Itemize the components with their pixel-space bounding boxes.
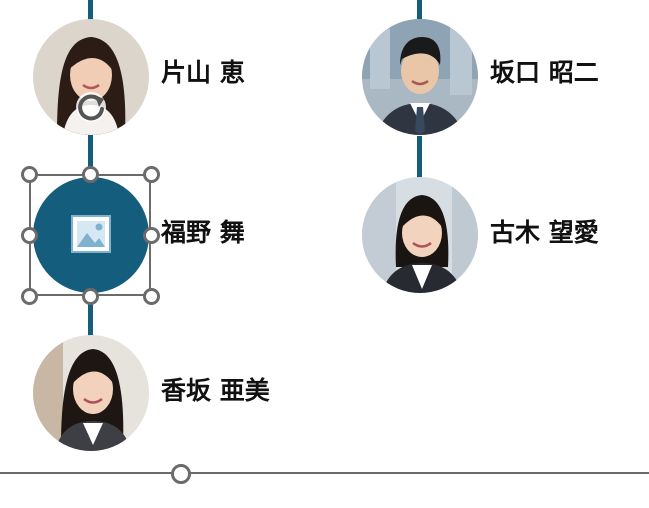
person-name: 片山 恵 xyxy=(161,58,245,87)
resize-handle-icon[interactable] xyxy=(143,166,160,183)
resize-handle-icon[interactable] xyxy=(21,288,38,305)
avatar-photo-kosaka[interactable] xyxy=(33,335,149,451)
avatar-photo-furuki[interactable] xyxy=(362,177,478,293)
connector-line xyxy=(88,293,93,337)
resize-handle-icon[interactable] xyxy=(143,288,160,305)
resize-handle-icon[interactable] xyxy=(143,227,160,244)
woman-ponytail-photo xyxy=(362,177,478,293)
person-name: 福野 舞 xyxy=(161,218,245,247)
person-name: 香坂 亜美 xyxy=(161,376,270,405)
connector-line xyxy=(88,0,93,20)
connector-line xyxy=(417,136,422,178)
connector-line xyxy=(417,0,422,20)
woman-business-suit-photo xyxy=(33,335,149,451)
resize-handle-icon[interactable] xyxy=(82,166,99,183)
picture-placeholder-icon xyxy=(71,215,111,253)
line-endpoint-handle-icon[interactable] xyxy=(171,464,191,484)
person-name: 坂口 昭二 xyxy=(490,58,599,87)
rotate-handle-icon[interactable] xyxy=(71,87,111,127)
resize-handle-icon[interactable] xyxy=(21,227,38,244)
avatar-photo-sakaguchi[interactable] xyxy=(362,19,478,135)
picture-placeholder[interactable] xyxy=(33,177,149,293)
person-name: 古木 望愛 xyxy=(490,218,599,247)
resize-handle-icon[interactable] xyxy=(82,288,99,305)
resize-handle-icon[interactable] xyxy=(21,166,38,183)
connector-line xyxy=(88,134,93,177)
man-suit-tie-photo xyxy=(362,19,478,135)
horizontal-line[interactable] xyxy=(0,472,649,474)
